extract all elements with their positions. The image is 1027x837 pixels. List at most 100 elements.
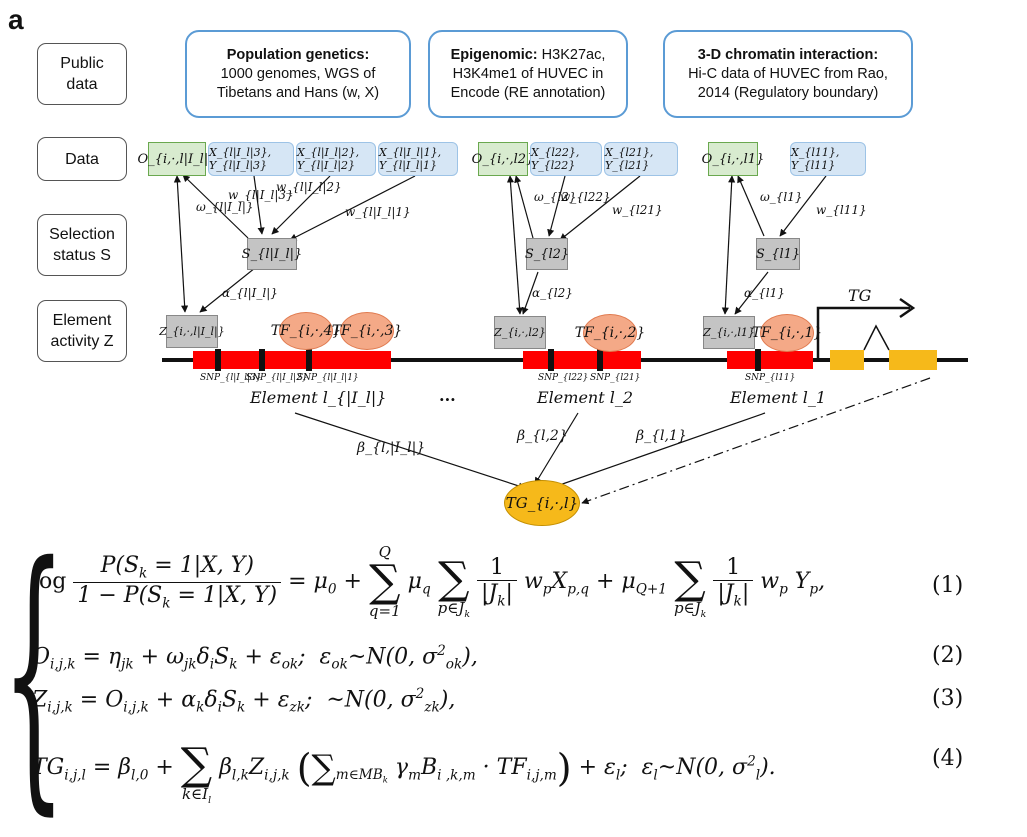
alpha-label-3: α_{l1} [744, 286, 785, 300]
element-region-2 [523, 351, 641, 369]
edge-x-s-1b [271, 175, 331, 235]
edge-s-o-2 [514, 175, 534, 239]
beta-label-3: β_{l,1} [636, 428, 687, 444]
tf-node-1: TF_{i,·,1} [752, 314, 822, 352]
edge-beta-2 [534, 412, 579, 485]
selection-box-2: S_{l2} [525, 238, 569, 270]
genotype-box-3: X_{l11}, Y_{l11} [790, 142, 866, 176]
weight-label-2a: w_{l22} [560, 190, 611, 204]
element-label-3: Element l_1 [730, 388, 827, 407]
weight-label-omega-1: ω_{l|I_l|} [196, 200, 254, 214]
snp-tick [259, 349, 265, 371]
edge-beta-3 [550, 412, 766, 490]
equation-2: Oi,j,k = ηjk + ωjkδiSk + εok; εok~N(0, σ… [32, 643, 478, 673]
genotype-box-1c: X_{l|I_l|1}, Y_{l|I_l|1} [378, 142, 458, 176]
epi-title: Epigenomic: [450, 46, 538, 63]
observed-box-2: O_{i,·,l2} [472, 142, 534, 176]
activity-box-1: Z_{i,·,l|I_l|} [159, 315, 225, 348]
snp-label-3a: SNP_{l11} [745, 373, 796, 383]
equation-number-1: (1) [932, 573, 964, 598]
row-label-data: Data [37, 137, 127, 181]
element-label-2: Element l_2 [537, 388, 634, 407]
snp-label-1b: SNP_{l|I_l|2} [246, 373, 308, 383]
snp-tick [597, 349, 603, 371]
equation-3: Zi,j,k = Oi,j,k + αkδiSk + εzk; ~N(0, σ2… [32, 686, 456, 716]
edge-beta-1 [294, 412, 526, 490]
popgen-title: Population genetics: [226, 46, 370, 63]
snp-tick [215, 349, 221, 371]
panel-label: a [8, 4, 24, 35]
snp-label-2a: SNP_{l22} [538, 373, 589, 383]
equation-brace: { [2, 507, 66, 837]
edge-o-z-1 [173, 175, 189, 313]
popgen-body: 1000 genomes, WGS of Tibetans and Hans (… [216, 65, 380, 101]
beta-label-2: β_{l,2} [517, 428, 568, 444]
weight-label-omega-3: ω_{l1} [760, 190, 803, 204]
element-label-1: Element l_{|I_l|} [250, 388, 387, 407]
edge-s-o-3 [737, 175, 765, 237]
genotype-box-2b: X_{l21}, Y_{l21} [604, 142, 678, 176]
snp-tick [548, 349, 554, 371]
intron [863, 324, 890, 351]
public-box-population-genetics: Population genetics: 1000 genomes, WGS of… [185, 30, 411, 118]
edge-o-z-3 [721, 175, 736, 315]
element-region-3 [727, 351, 813, 369]
edge-tg-feedback [581, 377, 931, 505]
observed-box-1: O_{i,·,l|I_l|} [138, 142, 216, 176]
target-gene-node: TG_{i,·,l} [504, 480, 580, 526]
equation-number-3: (3) [932, 686, 964, 711]
tf-node-4: TF_{i,·,4} [271, 312, 341, 350]
beta-label-1: β_{l,|I_l|} [357, 440, 426, 456]
hic-title: 3-D chromatin interaction: [697, 46, 879, 63]
activity-box-3: Z_{i,·,l1} [703, 316, 755, 349]
snp-tick [755, 349, 761, 371]
edge-s-z-1 [199, 267, 256, 313]
edge-o-z-2 [506, 175, 524, 315]
element-region-1 [193, 351, 391, 369]
snp-label-1a: SNP_{l|I_l|3} [200, 373, 262, 383]
snp-label-2b: SNP_{l21} [590, 373, 641, 383]
tss-arrow [816, 306, 910, 358]
public-box-3d-chromatin: 3-D chromatin interaction: Hi-C data of H… [663, 30, 913, 118]
edge-x-s-1a [253, 175, 265, 235]
observed-box-3: O_{i,·,l1} [702, 142, 764, 176]
snp-label-1c: SNP_{l|I_l|1} [297, 373, 359, 383]
activity-box-2: Z_{i,·,l2} [494, 316, 546, 349]
equation-number-4: (4) [932, 746, 964, 771]
exon-1 [830, 350, 864, 370]
equation-4: TGi,j,l = βl,0 + ∑k∈Il βl,kZi,j,k (∑m∈MB… [32, 739, 776, 807]
edge-s-z-2 [521, 271, 539, 315]
weight-label-1c: w_{l|I_l|1} [345, 205, 411, 219]
tf-node-2: TF_{i,·,2} [575, 314, 645, 352]
element-ellipsis: ... [439, 386, 456, 405]
hic-body: Hi-C data of HUVEC from Rao, 2014 (Regul… [688, 65, 888, 101]
equation-1: log P(Sk = 1|X, Y)1 − P(Sk = 1|X, Y) = μ… [32, 543, 826, 621]
edge-x-s-2a [547, 175, 566, 237]
row-label-public-data: Public data [37, 43, 127, 105]
target-gene-label: TG [848, 286, 872, 305]
edge-x-s-1c [289, 175, 416, 241]
weight-label-omega-2: ω_{l2} [534, 190, 577, 204]
edge-x-s-2b [559, 175, 641, 241]
edge-s-o-1 [182, 174, 249, 239]
row-label-selection-status: Selection status S [37, 214, 127, 276]
row-label-element-activity: Element activity Z [37, 300, 127, 362]
weight-label-3: w_{l11} [816, 203, 867, 217]
weight-label-2b: w_{l21} [612, 203, 663, 217]
edge-x-s-3 [779, 175, 827, 237]
genotype-box-2a: X_{l22}, Y_{l22} [530, 142, 602, 176]
genotype-box-1a: X_{l|I_l|3}, Y_{l|I_l|3} [208, 142, 294, 176]
equation-number-2: (2) [932, 643, 964, 668]
weight-label-1a: w_{l|I_l|3} [228, 188, 294, 202]
tss-arrow-head [899, 297, 916, 319]
exon-2 [889, 350, 937, 370]
alpha-label-2: α_{l2} [532, 286, 573, 300]
public-box-epigenomic: Epigenomic: H3K27ac, H3K4me1 of HUVEC in… [428, 30, 628, 118]
snp-tick [306, 349, 312, 371]
alpha-label-1: α_{l|I_l|} [222, 286, 278, 300]
tf-node-3: TF_{i,·,3} [332, 312, 402, 350]
epi-body: H3K27ac, H3K4me1 of HUVEC in Encode (RE … [450, 46, 606, 101]
selection-box-1: S_{l|I_l|} [242, 238, 302, 270]
edge-s-z-3 [734, 271, 769, 315]
